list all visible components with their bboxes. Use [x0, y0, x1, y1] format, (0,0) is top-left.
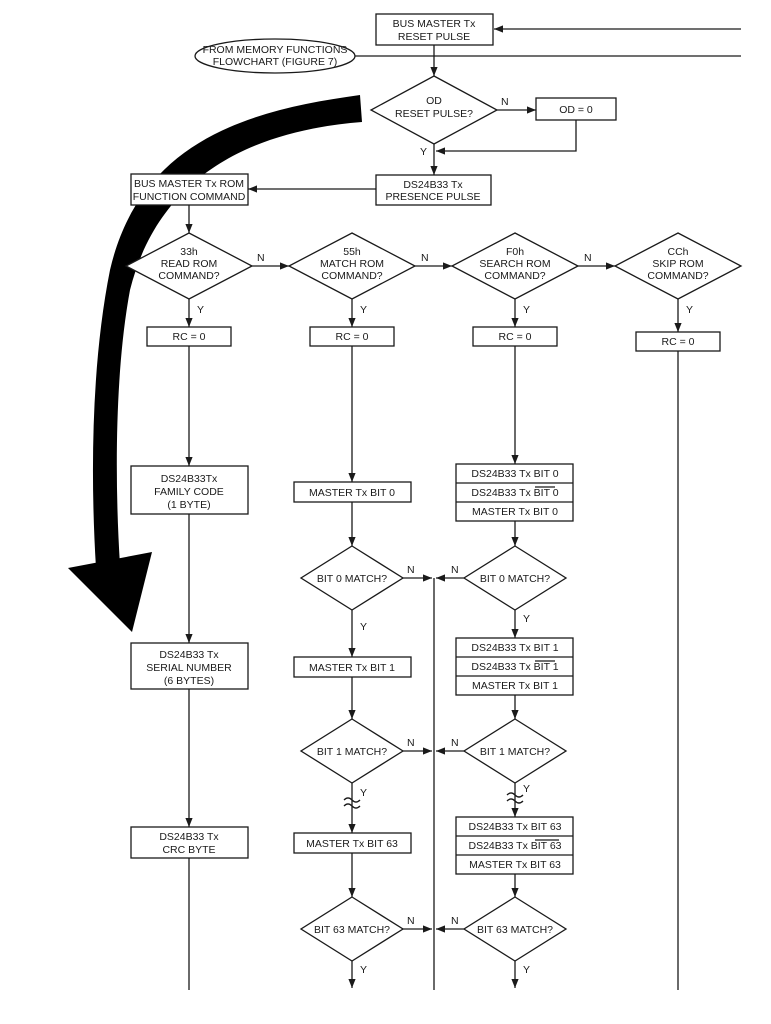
- match-bit63-yes-label: Y: [360, 964, 367, 976]
- skip-yes-label: Y: [686, 304, 693, 316]
- match-rom-line3: COMMAND?: [321, 270, 382, 282]
- match-break-mark: [343, 797, 361, 809]
- presence-line1: DS24B33 Tx: [403, 179, 463, 191]
- match-no-label: N: [421, 252, 429, 264]
- reset-pulse-line2: RESET PULSE: [398, 31, 470, 43]
- search-bit1-q-label: BIT 1 MATCH?: [480, 746, 550, 758]
- match-bit0-yes-label: Y: [360, 621, 367, 633]
- search-bit0-yes-label: Y: [523, 613, 530, 625]
- search-bit1-yes-label: Y: [523, 783, 530, 795]
- match-bit1-no-label: N: [407, 737, 415, 749]
- rc-search-label: RC = 0: [499, 331, 532, 343]
- family-line1: DS24B33Tx: [161, 473, 218, 485]
- search-bit63-no-label: N: [451, 915, 459, 927]
- search-bit0-no-label: N: [451, 564, 459, 576]
- read-rom-line3: COMMAND?: [158, 270, 219, 282]
- serial-number-box: [130, 642, 249, 690]
- rc-read-label: RC = 0: [173, 331, 206, 343]
- search-bit63-q-label: BIT 63 MATCH?: [477, 924, 553, 936]
- od-yes-label: Y: [420, 146, 427, 158]
- read-no-label: N: [257, 252, 265, 264]
- rom-command-box: [130, 173, 249, 206]
- od-zero-label: OD = 0: [559, 104, 593, 116]
- skip-rom-line2: SKIP ROM: [652, 258, 703, 270]
- read-rom-line2: READ ROM: [161, 258, 218, 270]
- read-yes-label: Y: [197, 304, 204, 316]
- skip-rom-line3: COMMAND?: [647, 270, 708, 282]
- search-g0-line3: MASTER Tx BIT 0: [472, 506, 558, 518]
- search-g1-line2: DS24B33 Tx BIT 1: [471, 661, 558, 673]
- search-g63-line2: DS24B33 Tx BIT 63: [469, 840, 562, 852]
- serial-line1: DS24B33 Tx: [159, 649, 219, 661]
- match-bit1-q-label: BIT 1 MATCH?: [317, 746, 387, 758]
- crc-byte-box: [130, 826, 249, 859]
- search-group1-box: [455, 637, 574, 696]
- presence-pulse-box: [375, 174, 492, 206]
- search-break-mark: [506, 792, 524, 804]
- match-rom-line2: MATCH ROM: [320, 258, 384, 270]
- from-memory-line2: FLOWCHART (FIGURE 7): [213, 56, 337, 68]
- big-arrow-head: [68, 552, 152, 632]
- family-code-box: [130, 465, 249, 515]
- match-yes-label: Y: [360, 304, 367, 316]
- od-decision-line2: RESET PULSE?: [395, 108, 473, 120]
- search-g63-line3: MASTER Tx BIT 63: [469, 859, 561, 871]
- search-yes-label: Y: [523, 304, 530, 316]
- rc-match-label: RC = 0: [336, 331, 369, 343]
- search-bit63-yes-label: Y: [523, 964, 530, 976]
- crc-line1: DS24B33 Tx: [159, 831, 219, 843]
- search-rom-line2: SEARCH ROM: [479, 258, 550, 270]
- search-g1-line1: DS24B33 Tx BIT 1: [471, 642, 558, 654]
- match-bit1-yes-label: Y: [360, 787, 367, 799]
- match-bit63-no-label: N: [407, 915, 415, 927]
- big-curved-arrow: [92, 95, 363, 568]
- family-line2: FAMILY CODE: [154, 486, 224, 498]
- search-rom-line3: COMMAND?: [484, 270, 545, 282]
- match-bit1-label: MASTER Tx BIT 1: [309, 662, 395, 674]
- read-rom-line1: 33h: [180, 246, 198, 258]
- rom-command-line2: FUNCTION COMMAND: [133, 191, 246, 203]
- match-bit0-q-label: BIT 0 MATCH?: [317, 573, 387, 585]
- match-bit0-no-label: N: [407, 564, 415, 576]
- rom-command-line1: BUS MASTER Tx ROM: [134, 178, 244, 190]
- family-line3: (1 BYTE): [167, 499, 210, 511]
- crc-line2: CRC BYTE: [162, 844, 215, 856]
- match-bit0-label: MASTER Tx BIT 0: [309, 487, 395, 499]
- presence-line2: PRESENCE PULSE: [385, 191, 480, 203]
- from-memory-line1: FROM MEMORY FUNCTIONS: [203, 44, 348, 56]
- rc-skip-label: RC = 0: [662, 336, 695, 348]
- reset-pulse-line1: BUS MASTER Tx: [393, 18, 476, 30]
- serial-line2: SERIAL NUMBER: [146, 662, 232, 674]
- match-rom-line1: 55h: [343, 246, 361, 258]
- search-bit1-no-label: N: [451, 737, 459, 749]
- od-decision-line1: OD: [426, 95, 442, 107]
- search-group0-box: [455, 463, 574, 522]
- search-g0-line2: DS24B33 Tx BIT 0: [471, 487, 558, 499]
- search-g63-line1: DS24B33 Tx BIT 63: [469, 821, 562, 833]
- search-rom-line1: F0h: [506, 246, 524, 258]
- search-bit0-q-label: BIT 0 MATCH?: [480, 573, 550, 585]
- serial-line3: (6 BYTES): [164, 675, 214, 687]
- skip-rom-line1: CCh: [667, 246, 688, 258]
- search-g0-line1: DS24B33 Tx BIT 0: [471, 468, 558, 480]
- od-no-label: N: [501, 96, 509, 108]
- match-bit63-q-label: BIT 63 MATCH?: [314, 924, 390, 936]
- match-bit63-label: MASTER Tx BIT 63: [306, 838, 398, 850]
- search-g1-line3: MASTER Tx BIT 1: [472, 680, 558, 692]
- edge-od-zero-return: [436, 120, 577, 155]
- search-no-label: N: [584, 252, 592, 264]
